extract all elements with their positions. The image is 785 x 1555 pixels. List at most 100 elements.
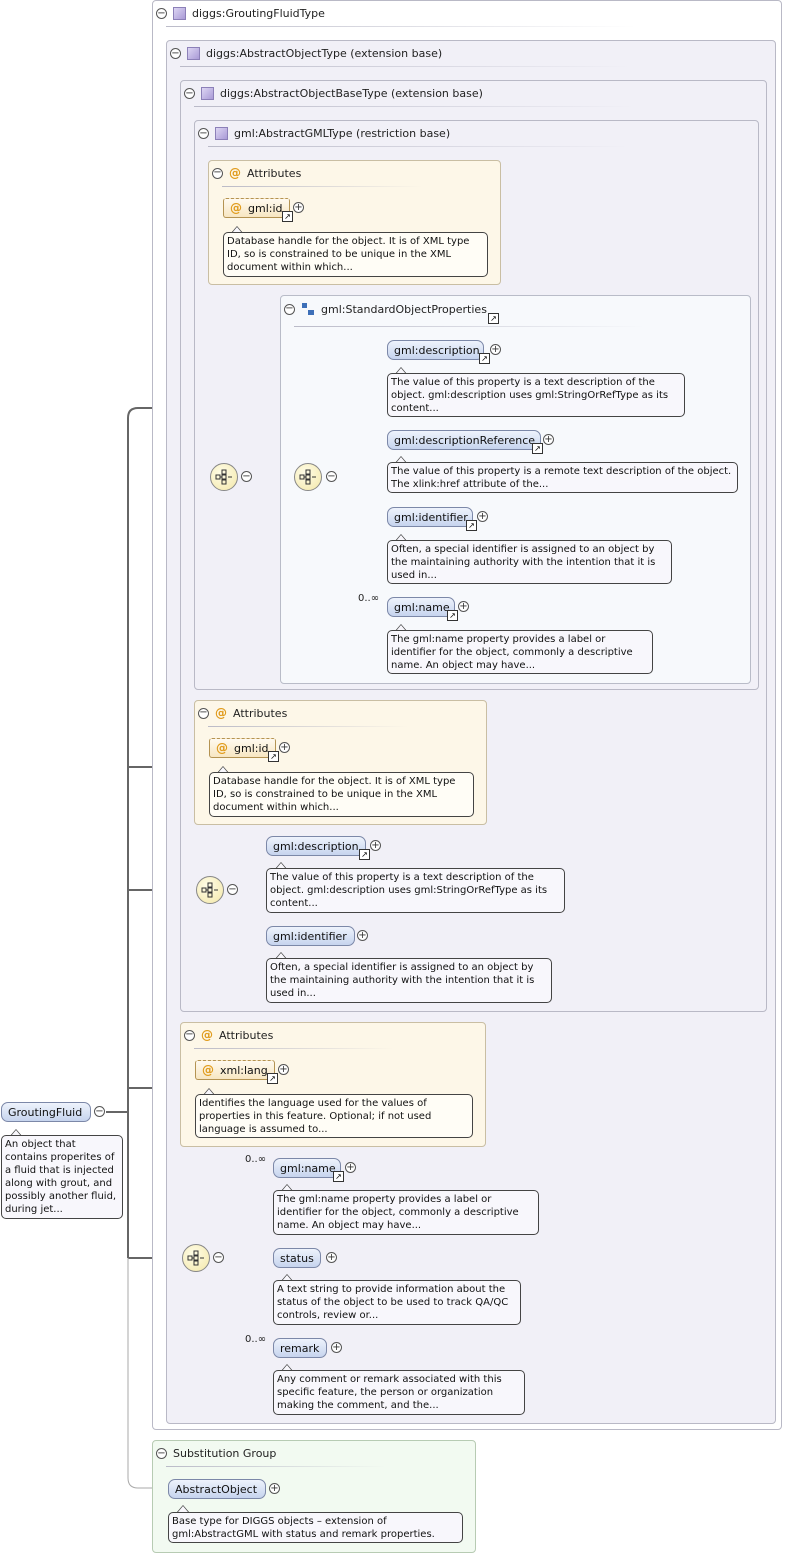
element-label: status <box>280 1251 314 1265</box>
attribute-icon: @ <box>215 706 227 720</box>
expand-icon[interactable]: + <box>279 742 290 753</box>
attribute-icon: @ <box>202 1063 214 1077</box>
element-gml-name[interactable]: gml:name <box>273 1158 341 1178</box>
reference-icon[interactable]: ↗ <box>447 610 458 621</box>
abstract-object-type-label: diggs:AbstractObjectType (extension base… <box>206 47 443 60</box>
reference-icon[interactable]: ↗ <box>359 849 370 860</box>
collapse-icon[interactable]: − <box>213 1251 224 1263</box>
sequence-icon[interactable] <box>196 876 224 904</box>
element-gml-name[interactable]: gml:name <box>387 597 455 617</box>
element-label: AbstractObject <box>175 1482 258 1496</box>
sequence-icon[interactable] <box>182 1244 210 1272</box>
gml-id-attribute[interactable]: @ gml:id <box>223 198 290 218</box>
gml-name-description: The gml:name property provides a label o… <box>273 1190 539 1235</box>
grouting-fluid-description: An object that contains properites of a … <box>1 1135 123 1219</box>
element-gml-description[interactable]: gml:description <box>387 340 484 360</box>
element-label: gml:identifier <box>394 510 468 524</box>
gml-identifier-description: Often, a special identifier is assigned … <box>387 540 672 584</box>
sequence-icon[interactable] <box>294 463 322 491</box>
complex-type-icon <box>201 87 214 100</box>
collapse-icon[interactable]: − <box>156 1447 167 1459</box>
abstract-gml-type-label: gml:AbstractGMLType (restriction base) <box>234 127 451 140</box>
sequence-icon[interactable] <box>210 463 238 491</box>
element-gml-identifier[interactable]: gml:identifier <box>266 926 355 946</box>
collapse-icon[interactable]: − <box>184 87 195 99</box>
collapse-icon[interactable]: − <box>198 127 209 139</box>
reference-icon[interactable]: ↗ <box>333 1171 344 1182</box>
remark-description: Any comment or remark associated with th… <box>273 1370 525 1415</box>
gml-description-description: The value of this property is a text des… <box>266 868 565 913</box>
element-grouting-fluid[interactable]: GroutingFluid <box>1 1102 91 1122</box>
status-description: A text string to provide information abo… <box>273 1280 521 1325</box>
expand-icon[interactable]: + <box>357 930 368 941</box>
reference-icon[interactable]: ↗ <box>267 1073 278 1084</box>
grouting-fluid-type-label: diggs:GroutingFluidType <box>192 7 325 20</box>
substitution-group-header: − Substitution Group <box>156 1447 276 1460</box>
gml-id-description: Database handle for the object. It is of… <box>209 772 474 817</box>
element-remark[interactable]: remark <box>273 1338 327 1358</box>
expand-icon[interactable]: + <box>326 1252 337 1263</box>
gml-identifier-description: Often, a special identifier is assigned … <box>266 958 552 1003</box>
base-attributes-header: − @ Attributes <box>198 706 287 720</box>
attribute-icon: @ <box>216 741 228 755</box>
collapse-icon[interactable]: − <box>156 7 167 19</box>
element-gml-description[interactable]: gml:description <box>266 836 366 856</box>
attributes-label: Attributes <box>233 706 288 720</box>
element-label: gml:description <box>273 839 359 853</box>
xml-lang-attribute[interactable]: @ xml:lang <box>195 1060 275 1080</box>
collapse-icon[interactable]: − <box>241 470 252 482</box>
collapse-icon[interactable]: − <box>212 167 223 179</box>
complex-type-icon <box>187 47 200 60</box>
gml-attributes-header: − @ Attributes <box>212 166 301 180</box>
collapse-icon[interactable]: − <box>198 707 209 719</box>
object-attributes-header: − @ Attributes <box>184 1028 273 1042</box>
grouting-fluid-type-header: − diggs:GroutingFluidType <box>156 7 325 20</box>
element-label: gml:descriptionReference <box>394 433 536 447</box>
attributes-label: Attributes <box>219 1028 274 1042</box>
element-label: gml:description <box>394 343 480 357</box>
expand-icon[interactable]: + <box>269 1483 280 1494</box>
collapse-icon[interactable]: − <box>227 883 238 895</box>
expand-icon[interactable]: + <box>345 1162 356 1173</box>
collapse-icon[interactable]: − <box>170 47 181 59</box>
collapse-icon[interactable]: − <box>326 470 337 482</box>
gml-description-reference-description: The value of this property is a remote t… <box>387 462 738 493</box>
expand-icon[interactable]: + <box>458 601 469 612</box>
substitution-group-label: Substitution Group <box>173 1447 277 1460</box>
gml-description-description: The value of this property is a text des… <box>387 373 685 417</box>
xml-lang-description: Identifies the language used for the val… <box>195 1094 473 1138</box>
element-abstract-object[interactable]: AbstractObject <box>168 1479 266 1499</box>
expand-icon[interactable]: + <box>543 434 554 445</box>
expand-icon[interactable]: + <box>370 840 381 851</box>
abstract-object-base-type-header: − diggs:AbstractObjectBaseType (extensio… <box>184 87 483 100</box>
abstract-object-description: Base type for DIGGS objects – extension … <box>168 1512 463 1543</box>
expand-icon[interactable]: + <box>293 202 304 213</box>
element-status[interactable]: status <box>273 1248 321 1268</box>
expand-icon[interactable]: + <box>278 1064 289 1075</box>
abstract-object-type-header: − diggs:AbstractObjectType (extension ba… <box>170 47 442 60</box>
occurrence-label: 0..∞ <box>358 593 380 604</box>
reference-icon[interactable]: ↗ <box>488 313 499 324</box>
element-gml-description-reference[interactable]: gml:descriptionReference <box>387 430 541 450</box>
collapse-icon[interactable]: − <box>284 303 295 315</box>
expand-icon[interactable]: + <box>490 344 501 355</box>
collapse-icon[interactable]: − <box>184 1029 195 1041</box>
collapse-icon[interactable]: − <box>94 1105 105 1117</box>
reference-icon[interactable]: ↗ <box>466 520 477 531</box>
gml-id-description: Database handle for the object. It is of… <box>223 232 488 277</box>
reference-icon[interactable]: ↗ <box>268 751 279 762</box>
expand-icon[interactable]: + <box>477 511 488 522</box>
xml-lang-label: xml:lang <box>220 1063 268 1077</box>
expand-icon[interactable]: + <box>331 1342 342 1353</box>
gml-id-attribute[interactable]: @ gml:id <box>209 738 276 758</box>
attribute-icon: @ <box>229 166 241 180</box>
gml-name-description: The gml:name property provides a label o… <box>387 630 653 674</box>
reference-icon[interactable]: ↗ <box>479 353 490 364</box>
standard-object-properties-label: gml:StandardObjectProperties <box>321 302 487 316</box>
complex-type-icon <box>173 7 186 20</box>
reference-icon[interactable]: ↗ <box>532 443 543 454</box>
element-gml-identifier[interactable]: gml:identifier <box>387 507 473 527</box>
attributes-label: Attributes <box>247 166 302 180</box>
reference-icon[interactable]: ↗ <box>282 211 293 222</box>
occurrence-label: 0..∞ <box>245 1334 267 1345</box>
